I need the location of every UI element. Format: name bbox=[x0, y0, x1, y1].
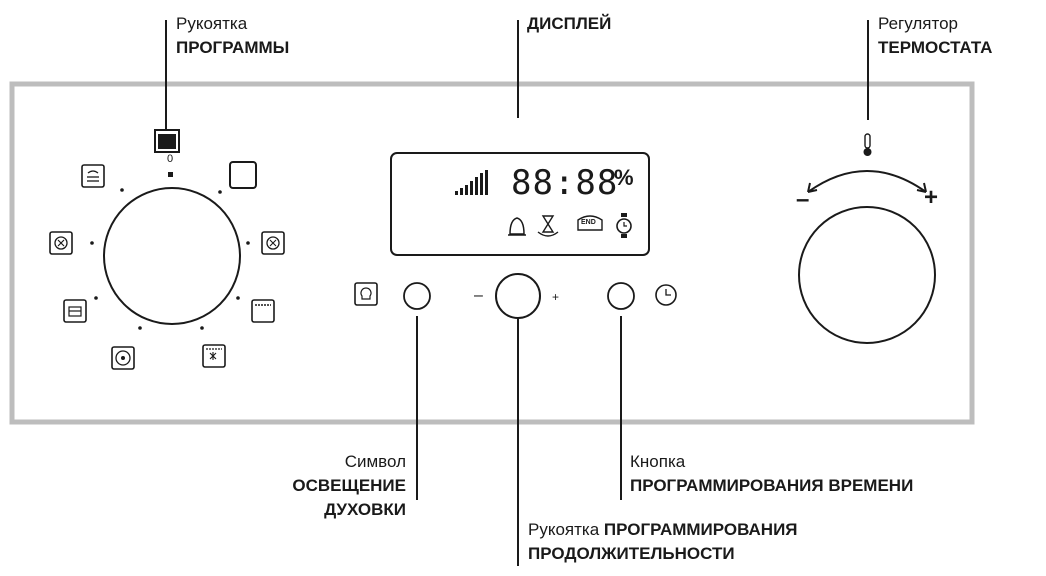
time-programming-button[interactable] bbox=[607, 282, 635, 310]
bottom-heat-icon bbox=[63, 299, 87, 323]
convection-icon bbox=[261, 231, 285, 255]
oven-light-label: Символ ОСВЕЩЕНИЕ ДУХОВКИ bbox=[240, 450, 406, 522]
thermostat-label-line2: ТЕРМОСТАТА bbox=[878, 38, 993, 57]
zero-position-icon bbox=[154, 129, 180, 153]
thermostat-arc-arrow bbox=[807, 170, 927, 193]
hourglass-icon bbox=[537, 215, 559, 237]
duration-knob-label-line1: Рукоятка ПРОГРАММИРОВАНИЯ bbox=[528, 518, 798, 542]
watch-icon bbox=[616, 213, 632, 238]
thermostat-knob[interactable] bbox=[798, 206, 936, 344]
time-button-label-line1: Кнопка bbox=[630, 452, 686, 471]
oven-light-button[interactable] bbox=[403, 282, 431, 310]
duration-knob[interactable] bbox=[495, 273, 541, 319]
thermostat-label-line1: Регулятор bbox=[878, 14, 959, 33]
duration-knob-label: Рукоятка ПРОГРАММИРОВАНИЯ ПРОДОЛЖИТЕЛЬНО… bbox=[528, 518, 798, 566]
program-knob[interactable] bbox=[103, 187, 241, 325]
duration-knob-label-bold: ПРОГРАММИРОВАНИЯ bbox=[603, 520, 798, 539]
duration-plus-sign: + bbox=[552, 290, 560, 304]
oven-light-label-line2: ОСВЕЩЕНИЕ bbox=[292, 476, 406, 495]
display-label: ДИСПЛЕЙ bbox=[527, 14, 612, 33]
program-knob-label: Рукоятка ПРОГРАММЫ bbox=[176, 12, 289, 60]
program-dial[interactable] bbox=[90, 172, 250, 330]
thermostat-plus-sign: + bbox=[924, 184, 939, 211]
program-knob-label-line2: ПРОГРАММЫ bbox=[176, 38, 290, 57]
time-button-label-line2: ПРОГРАММИРОВАНИЯ ВРЕМЕНИ bbox=[630, 476, 914, 495]
signal-bars-icon bbox=[455, 170, 488, 195]
oven-light-label-line3: ДУХОВКИ bbox=[324, 500, 406, 519]
thermostat-minus-sign: – bbox=[796, 186, 810, 213]
duration-knob-label-prefix: Рукоятка bbox=[528, 520, 604, 539]
end-icon-text: END bbox=[581, 219, 596, 226]
thermometer-icon bbox=[863, 133, 872, 156]
grill-fan-icon bbox=[49, 231, 73, 255]
off-square-icon bbox=[229, 161, 257, 189]
top-heat-icon bbox=[81, 164, 105, 188]
display-percent: % bbox=[614, 165, 634, 190]
top-bottom-heat-icon bbox=[251, 299, 275, 323]
defrost-icon bbox=[202, 344, 226, 368]
display-time-readout: 88:88 bbox=[511, 163, 619, 203]
clock-icon bbox=[655, 284, 677, 306]
oven-light-label-line1: Символ bbox=[344, 452, 406, 471]
light-symbol-icon bbox=[354, 282, 378, 306]
duration-minus-sign: – bbox=[474, 287, 483, 304]
bell-icon bbox=[508, 217, 526, 236]
thermostat-label: Регулятор ТЕРМОСТАТА bbox=[878, 12, 992, 60]
program-knob-label-line1: Рукоятка bbox=[176, 14, 248, 33]
fan-icon bbox=[111, 346, 135, 370]
time-button-label: Кнопка ПРОГРАММИРОВАНИЯ ВРЕМЕНИ bbox=[630, 450, 913, 498]
duration-knob-label-line2: ПРОДОЛЖИТЕЛЬНОСТИ bbox=[528, 544, 735, 563]
program-dial-zero-mark: 0 bbox=[167, 153, 174, 165]
end-icon bbox=[577, 215, 603, 231]
